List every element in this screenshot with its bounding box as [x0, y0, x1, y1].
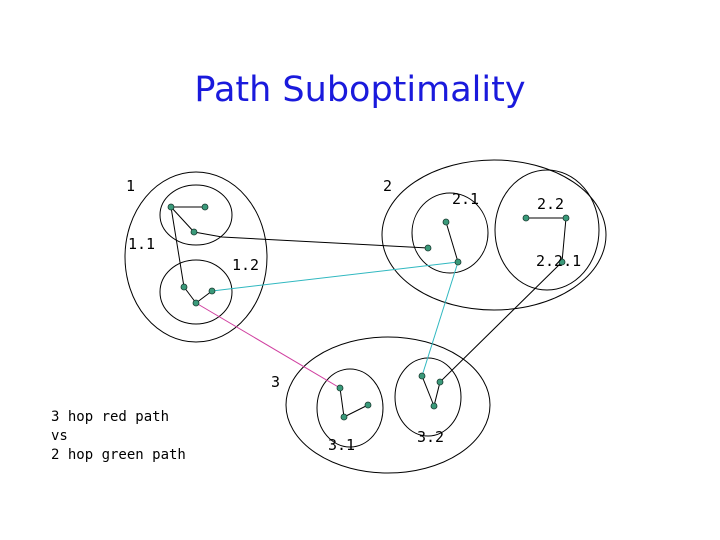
node — [424, 244, 432, 252]
node — [190, 228, 198, 236]
label-cluster-1-2: 1.2 — [232, 256, 259, 274]
cluster-2 — [381, 159, 607, 311]
node — [208, 287, 216, 295]
node — [180, 283, 188, 291]
cluster-1-2 — [159, 259, 233, 325]
label-cluster-2-2: 2.2 — [537, 195, 564, 213]
page-title: Path Suboptimality — [194, 70, 526, 110]
label-cluster-1: 1 — [126, 177, 135, 195]
node — [201, 203, 209, 211]
cluster-3-1 — [316, 368, 384, 448]
label-cluster-3-1: 3.1 — [328, 436, 355, 454]
green-path-segment-2 — [421, 261, 459, 377]
node — [454, 258, 462, 266]
node — [364, 401, 372, 409]
node — [558, 258, 566, 266]
note-line-3: 2 hop green path — [51, 447, 186, 463]
label-cluster-2-2-1: 2.2.1 — [536, 252, 581, 270]
label-cluster-3-2: 3.2 — [417, 428, 444, 446]
label-cluster-2: 2 — [383, 177, 392, 195]
node — [442, 218, 450, 226]
green-path-segment-1 — [211, 261, 459, 292]
node — [418, 372, 426, 380]
cluster-1-1 — [159, 184, 233, 246]
edge-1-1-to-2-1 — [193, 231, 429, 249]
red-path-segment — [195, 302, 341, 389]
cluster-3-2 — [394, 357, 462, 437]
path-comparison-note: 3 hop red path vs 2 hop green path — [51, 408, 186, 465]
node — [192, 299, 200, 307]
edge-1-1-to-1-2 — [170, 206, 185, 288]
node — [336, 384, 344, 392]
edge-2-2-to-3-2 — [439, 261, 563, 383]
label-cluster-3: 3 — [271, 373, 280, 391]
node — [562, 214, 570, 222]
node — [340, 413, 348, 421]
node — [436, 378, 444, 386]
node — [522, 214, 530, 222]
cluster-3 — [285, 336, 491, 474]
cluster-2-2 — [494, 169, 600, 291]
cluster-1 — [124, 171, 268, 343]
label-cluster-2-1: 2.1 — [452, 190, 479, 208]
node — [430, 402, 438, 410]
cluster-2-1 — [411, 192, 489, 274]
node — [167, 203, 175, 211]
note-line-1: 3 hop red path — [51, 409, 170, 425]
note-line-2: vs — [51, 428, 68, 444]
label-cluster-1-1: 1.1 — [128, 235, 155, 253]
